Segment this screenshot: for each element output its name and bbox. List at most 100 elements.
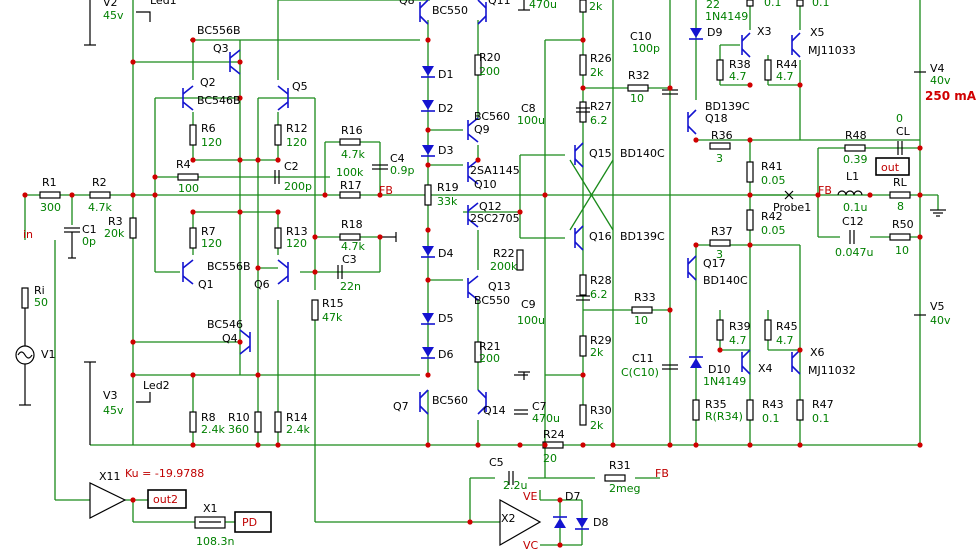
- label-r10v: 360: [228, 423, 249, 436]
- label-r3v: 20k: [104, 227, 125, 240]
- label-v3v: 45v: [103, 404, 124, 417]
- label-riv: 50: [34, 296, 48, 309]
- label-bc546: BC546: [207, 318, 243, 331]
- junction-dot: [275, 442, 281, 448]
- label-c7v0: 470u: [529, 0, 557, 11]
- label-r21: R21: [479, 340, 501, 353]
- label-d4: D4: [438, 247, 453, 260]
- junction-dot: [130, 59, 136, 65]
- label-v2: V2: [103, 0, 118, 9]
- junction-dot: [425, 442, 431, 448]
- label-r30: R30: [590, 404, 612, 417]
- label-q6: Q6: [254, 278, 270, 291]
- label-q1: Q1: [198, 278, 214, 291]
- junction-dot: [237, 59, 243, 65]
- label-v2v: 45v: [103, 9, 124, 22]
- label-mj11032: MJ11032: [808, 364, 856, 377]
- junction-dot: [610, 442, 616, 448]
- label-r29: R29: [590, 334, 612, 347]
- label-c8: C8: [521, 102, 536, 115]
- label-r24: R24: [543, 428, 565, 441]
- label-r10: R10: [228, 411, 250, 424]
- label-c3: C3: [342, 253, 357, 266]
- junction-dot: [517, 209, 523, 215]
- label-r38: R38: [729, 58, 751, 71]
- junction-dot: [747, 137, 753, 143]
- label-fb2: FB: [818, 184, 832, 197]
- label-q4: Q4: [222, 332, 238, 345]
- label-d3: D3: [438, 144, 453, 157]
- label-ri: Ri: [34, 284, 45, 297]
- label-r50: R50: [892, 218, 914, 231]
- label-bc550_a: BC550: [432, 4, 468, 17]
- junction-dot: [152, 192, 158, 198]
- label-r19v: 33k: [437, 195, 458, 208]
- label-v3: V3: [103, 389, 118, 402]
- junction-dot: [747, 242, 753, 248]
- label-r12: R12: [286, 122, 308, 135]
- label-v5v: 40v: [930, 314, 951, 327]
- label-bc560_b: BC560: [432, 394, 468, 407]
- junction-dot: [693, 242, 699, 248]
- label-r2: R2: [92, 176, 107, 189]
- label-fb1: FB: [379, 184, 393, 197]
- label-q18: Q18: [705, 112, 728, 125]
- label-r39: R39: [729, 320, 751, 333]
- box-pd-label: PD: [242, 516, 257, 529]
- label-n4149a: 1N4149: [705, 10, 748, 23]
- junction-dot: [917, 192, 923, 198]
- label-r28v: 6.2: [590, 288, 608, 301]
- label-r18v: 4.7k: [341, 240, 365, 253]
- junction-dot: [542, 192, 548, 198]
- label-q2: Q2: [200, 76, 216, 89]
- label-x2: X2: [501, 512, 516, 525]
- label-r22v: 200k: [490, 260, 518, 273]
- junction-dot: [747, 442, 753, 448]
- label-r31v: 2meg: [609, 482, 640, 495]
- junction-dot: [667, 442, 673, 448]
- junction-dot: [747, 192, 753, 198]
- junction-dot: [467, 519, 473, 525]
- label-v4v: 40v: [930, 74, 951, 87]
- label-r3: R3: [108, 215, 123, 228]
- junction-dot: [425, 37, 431, 43]
- label-c5v: 2.2u: [503, 479, 527, 492]
- label-r1: R1: [42, 176, 57, 189]
- label-r44v: 4.7: [776, 70, 794, 83]
- junction-dot: [557, 497, 563, 503]
- label-c12: C12: [842, 215, 864, 228]
- label-q8: Q8: [399, 0, 415, 7]
- label-q3: Q3: [213, 42, 229, 55]
- junction-dot: [717, 347, 723, 353]
- label-d5: D5: [438, 312, 453, 325]
- component-labels: V245vLed1BC556BQ3Q2BC546BQ5R6120R12120R4…: [23, 0, 976, 552]
- junction-dot: [425, 227, 431, 233]
- label-r27: R27: [590, 100, 612, 113]
- label-r20v: 200: [479, 65, 500, 78]
- junction-dot: [190, 209, 196, 215]
- label-v1: V1: [41, 348, 56, 361]
- box-out-label: out: [881, 161, 900, 174]
- label-r16v: 4.7k: [341, 148, 365, 161]
- label-mj11033: MJ11033: [808, 44, 856, 57]
- label-x4: X4: [758, 362, 773, 375]
- label-fb3: FB: [655, 467, 669, 480]
- label-r32: R32: [628, 69, 650, 82]
- label-c10: C10: [630, 30, 652, 43]
- label-r25v: 2k: [589, 0, 603, 13]
- junction-dot: [255, 265, 261, 271]
- label-r33v: 10: [634, 314, 648, 327]
- label-bc556b_b: BC556B: [207, 260, 251, 273]
- label-r37v: 3: [716, 248, 723, 261]
- junction-dot: [425, 277, 431, 283]
- label-c12v: 0.047u: [835, 246, 873, 259]
- label-r21v: 200: [479, 352, 500, 365]
- label-r15v: 47k: [322, 311, 343, 324]
- label-r20: R20: [479, 51, 501, 64]
- label-c1: C1: [82, 223, 97, 236]
- label-r26: R26: [590, 52, 612, 65]
- label-r4: R4: [176, 158, 191, 171]
- label-x1: X1: [203, 502, 218, 515]
- label-q17: Q17: [703, 257, 726, 270]
- label-r41v: 0.05: [761, 174, 786, 187]
